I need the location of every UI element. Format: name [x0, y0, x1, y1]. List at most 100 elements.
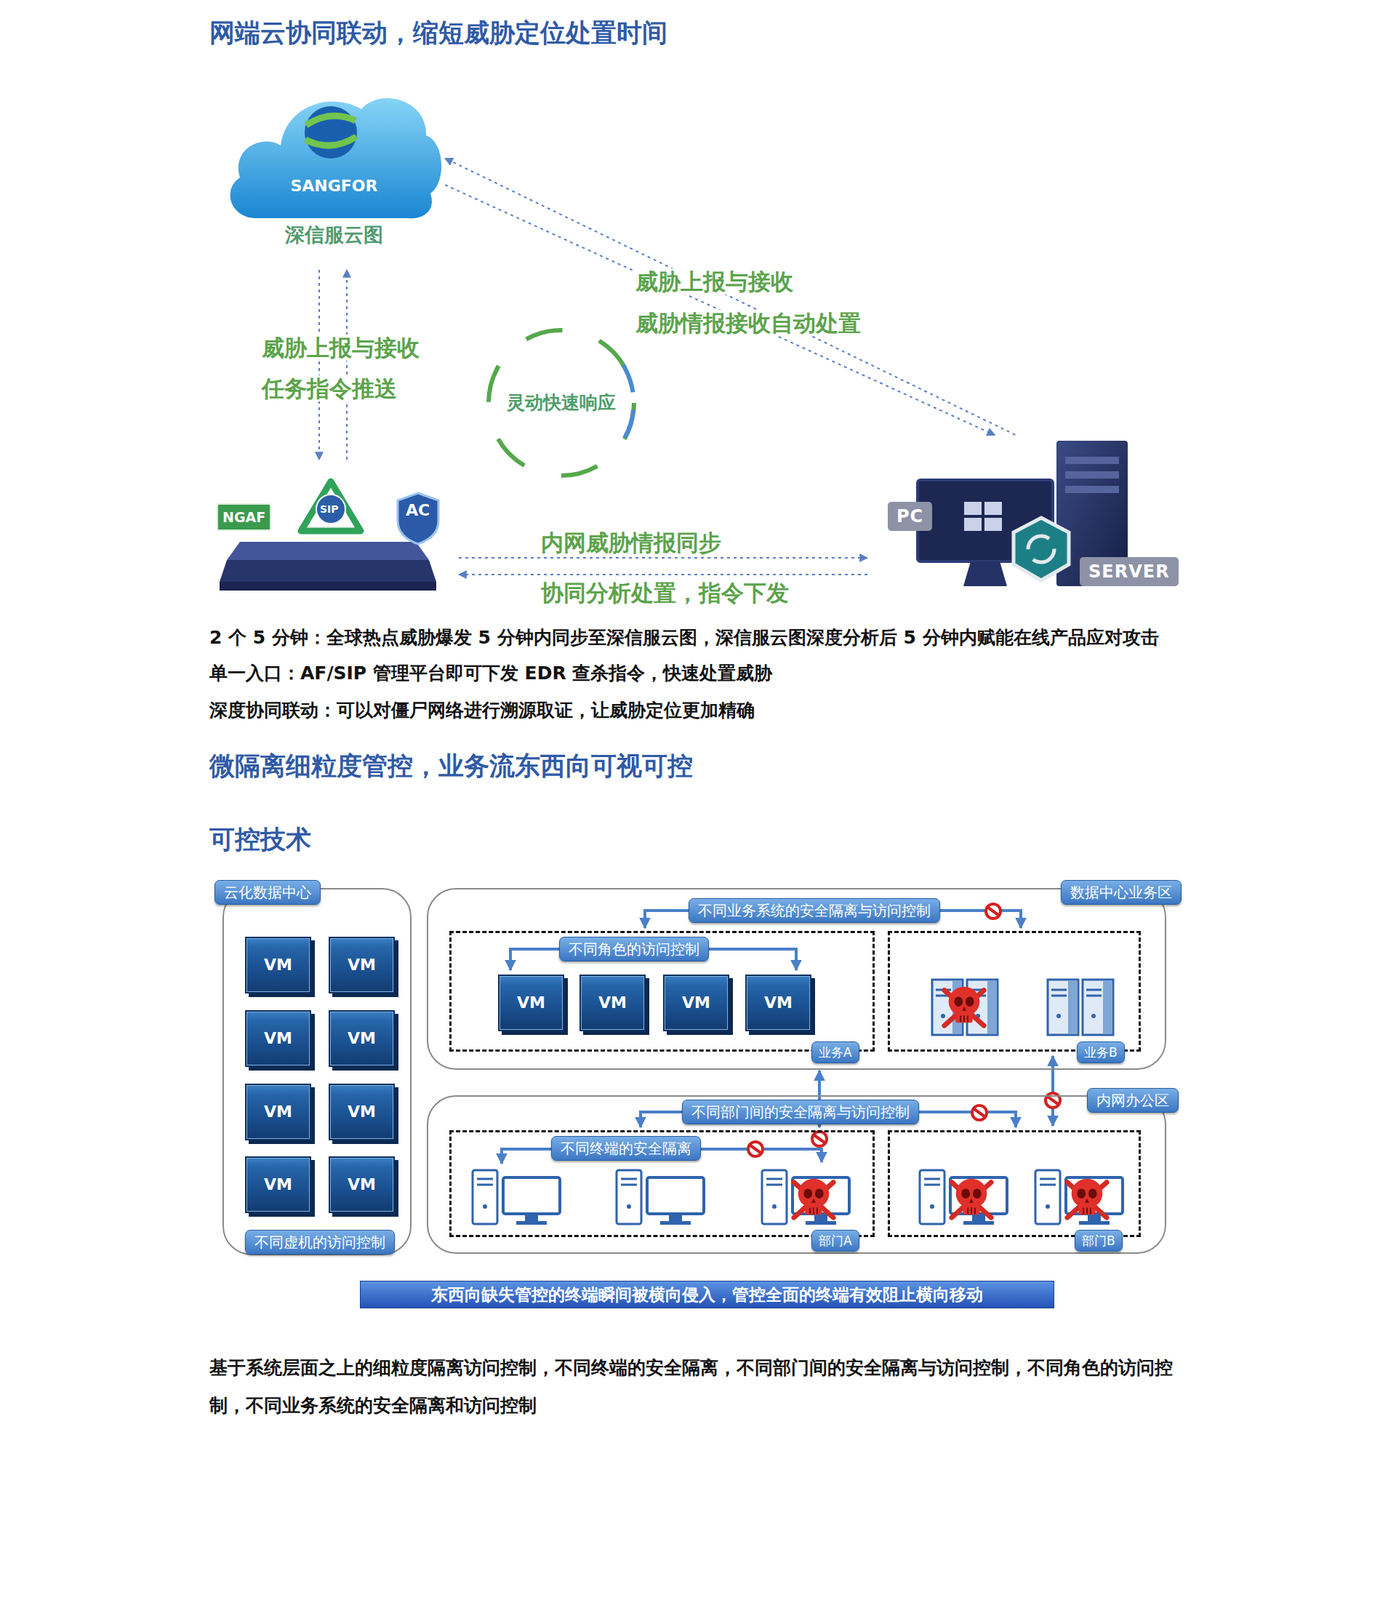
group-box: 部门A不同终端的安全隔离 [449, 1129, 875, 1237]
edge-label: 协同分析处置，指令下发 [538, 579, 792, 606]
summary-banner: 东西向缺失管控的终端瞬间被横向侵入，管控全面的终端有效阻止横向移动 [359, 1280, 1055, 1309]
cycle-text: 灵动快速响应 [479, 391, 643, 415]
sip-triangle [301, 481, 361, 531]
group-tab: 部门A [811, 1229, 860, 1252]
edge-label: 任务指令推送 [258, 375, 400, 402]
vm-box: VM [245, 1083, 312, 1141]
vm-box: VM [579, 974, 646, 1032]
sip-disc [316, 494, 346, 524]
vm-text: VM [263, 1028, 293, 1048]
server-tab: SERVER [1079, 556, 1179, 587]
vm-text: VM [347, 955, 376, 975]
vm-text: VM [598, 993, 627, 1013]
vm-box: VM [663, 974, 730, 1032]
device-body [219, 559, 437, 582]
edge-label: 威胁上报与接收 [258, 334, 423, 361]
control-tag: 不同角色的访问控制 [559, 936, 709, 962]
group-tab: 部门B [1074, 1229, 1123, 1252]
windows-logo [984, 501, 1002, 515]
vm-text: VM [347, 1102, 376, 1122]
control-text: 不同部门间的安全隔离与访问控制 [691, 1102, 910, 1121]
monitor-stand [963, 561, 1008, 587]
connector [510, 948, 560, 970]
prohibit-sign [812, 1131, 827, 1146]
server-slot [1065, 456, 1119, 464]
skull-icon [1067, 1178, 1107, 1218]
connector [640, 1111, 683, 1127]
cloud-graphic [230, 98, 443, 219]
computer-icon [761, 1169, 850, 1225]
vm-box: VM [745, 974, 812, 1032]
vm-box: VM [245, 1009, 312, 1067]
cycle-circle: 灵动快速响应 [479, 321, 643, 485]
vm-box: VM [498, 974, 565, 1032]
connector [1051, 1055, 1055, 1126]
windows-logo [964, 517, 982, 531]
computer-icon [919, 1169, 1008, 1225]
device-front [219, 581, 437, 591]
ac-shield [397, 492, 439, 544]
cloud-node: SANGFOR 深信服云图 [229, 86, 439, 254]
cloud-shape [230, 98, 443, 219]
prohibit-sign [748, 1141, 763, 1157]
region-tab: 云化数据中心 [214, 879, 321, 905]
gateway-graphic [219, 481, 439, 591]
group-box: 部门B [887, 1129, 1141, 1237]
globe-band [306, 115, 356, 126]
vm-box: VM [245, 936, 312, 994]
vm-text: VM [263, 1174, 293, 1194]
skull-icon [944, 986, 984, 1026]
brand-text: SANGFOR [229, 176, 439, 196]
section-heading: 微隔离细粒度管控，业务流东西向可视可控 [209, 751, 693, 781]
prohibit-sign [985, 903, 1001, 919]
cloud-dc-panel: 云化数据中心不同虚机的访问控制VMVMVMVMVMVMVMVM [222, 887, 412, 1255]
prohibit-sign [972, 1105, 987, 1120]
connector [940, 910, 1021, 928]
group-box: 业务B [887, 930, 1141, 1052]
edr-shield [1013, 517, 1069, 581]
vm-text: VM [263, 1102, 293, 1122]
vm-text: VM [347, 1174, 376, 1194]
group-tab: 业务A [811, 1041, 860, 1063]
body-text: 基于系统层面之上的细粒度隔离访问控制，不同终端的安全隔离，不同部门间的安全隔离与… [209, 1348, 1188, 1425]
vm-text: VM [263, 955, 293, 975]
computer-icon [472, 1169, 560, 1225]
control-tag: 不同业务系统的安全隔离与访问控制 [688, 897, 941, 923]
computer-icon [1035, 1169, 1123, 1225]
server-icon [932, 979, 998, 1035]
cloud-name: 深信服云图 [229, 223, 439, 247]
globe-logo [304, 106, 357, 159]
endpoint-group: PCSERVER [887, 439, 1179, 592]
server-slot [1065, 471, 1119, 479]
control-tag: 不同终端的安全隔离 [551, 1135, 701, 1161]
control-text: 不同终端的安全隔离 [560, 1139, 692, 1157]
connector [444, 158, 1016, 435]
body-text: 单一入口：AF/SIP 管理平台即可下发 EDR 查杀指令，快速处置威胁 [209, 660, 773, 686]
control-text: 不同业务系统的安全隔离与访问控制 [698, 901, 931, 920]
cycle-arc [623, 364, 635, 441]
connector [346, 269, 348, 460]
dc-zone: 数据中心业务区不同业务系统的安全隔离与访问控制业务A不同角色的访问控制VMVMV… [426, 887, 1167, 1070]
vm-text: VM [764, 993, 793, 1013]
connector [708, 948, 797, 970]
connector [644, 910, 689, 928]
banner-text: 东西向缺失管控的终端瞬间被横向侵入，管控全面的终端有效阻止横向移动 [422, 1284, 992, 1305]
section-heading: 可控技术 [209, 824, 312, 854]
group-tab: 业务B [1076, 1041, 1125, 1063]
edge-label: 威胁情报接收自动处置 [632, 309, 864, 336]
group-box: 业务A不同角色的访问控制VMVMVMVM [449, 930, 875, 1052]
region-tab: 数据中心业务区 [1060, 879, 1182, 905]
connector [318, 269, 320, 460]
sip-badge: SIP [319, 501, 339, 517]
control-tag: 不同部门间的安全隔离与访问控制 [682, 1099, 920, 1125]
computer-icon [616, 1169, 704, 1225]
office-zone: 内网办公区不同部门间的安全隔离与访问控制部门A不同终端的安全隔离部门B [426, 1094, 1167, 1254]
vm-box: VM [328, 1083, 395, 1141]
vm-text: VM [682, 993, 711, 1013]
connector [458, 573, 868, 576]
ngaf-badge: NGAF [216, 503, 272, 531]
control-text: 不同角色的访问控制 [568, 940, 700, 958]
server-slot [1065, 485, 1119, 493]
windows-logo [964, 501, 982, 515]
